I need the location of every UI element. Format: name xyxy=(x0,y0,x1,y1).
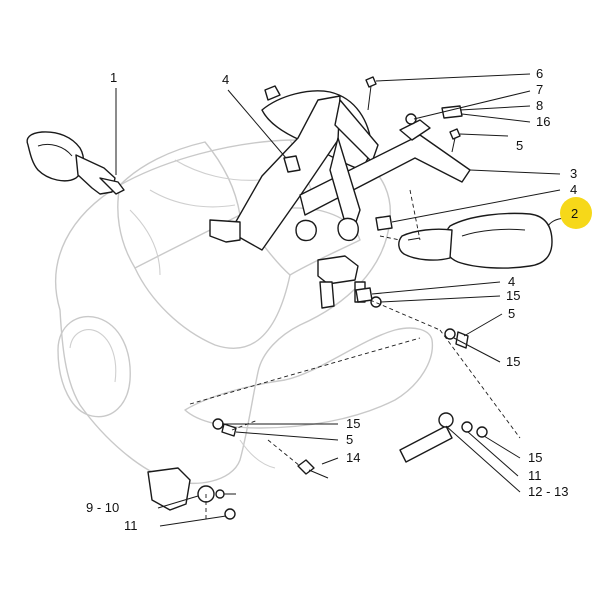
label-15-c: 15 xyxy=(346,416,360,431)
label-7: 7 xyxy=(536,82,543,97)
label-5-right: 5 xyxy=(508,306,515,321)
label-3: 3 xyxy=(570,166,577,181)
label-1: 1 xyxy=(110,70,117,85)
label-5-upper: 5 xyxy=(516,138,523,153)
label-5-lower: 5 xyxy=(346,432,353,447)
label-15-a: 15 xyxy=(506,288,520,303)
screws-and-clips xyxy=(147,76,488,520)
highlight-circle xyxy=(560,197,592,229)
label-11-right: 11 xyxy=(528,468,542,483)
label-11-left: 11 xyxy=(124,518,138,533)
label-15-d: 15 xyxy=(528,450,542,465)
label-9-10: 9 - 10 xyxy=(86,500,119,515)
label-14: 14 xyxy=(346,450,360,465)
label-8: 8 xyxy=(536,98,543,113)
label-12-13: 12 - 13 xyxy=(528,484,568,499)
label-15-b: 15 xyxy=(506,354,520,369)
part-labels: 1 2 3 4 4 4 5 5 5 6 7 8 9 - 10 11 11 12 … xyxy=(86,66,578,533)
leader-lines xyxy=(115,73,569,527)
left-mirror xyxy=(26,131,125,195)
label-16: 16 xyxy=(536,114,550,129)
label-2: 2 xyxy=(571,206,578,221)
label-4-lower: 4 xyxy=(508,274,515,289)
upper-fairing-bracket xyxy=(209,85,471,309)
label-4-top: 4 xyxy=(222,72,229,87)
right-mirror xyxy=(398,212,553,269)
label-4-middle: 4 xyxy=(570,182,577,197)
label-6: 6 xyxy=(536,66,543,81)
assembly-lines xyxy=(189,189,521,520)
